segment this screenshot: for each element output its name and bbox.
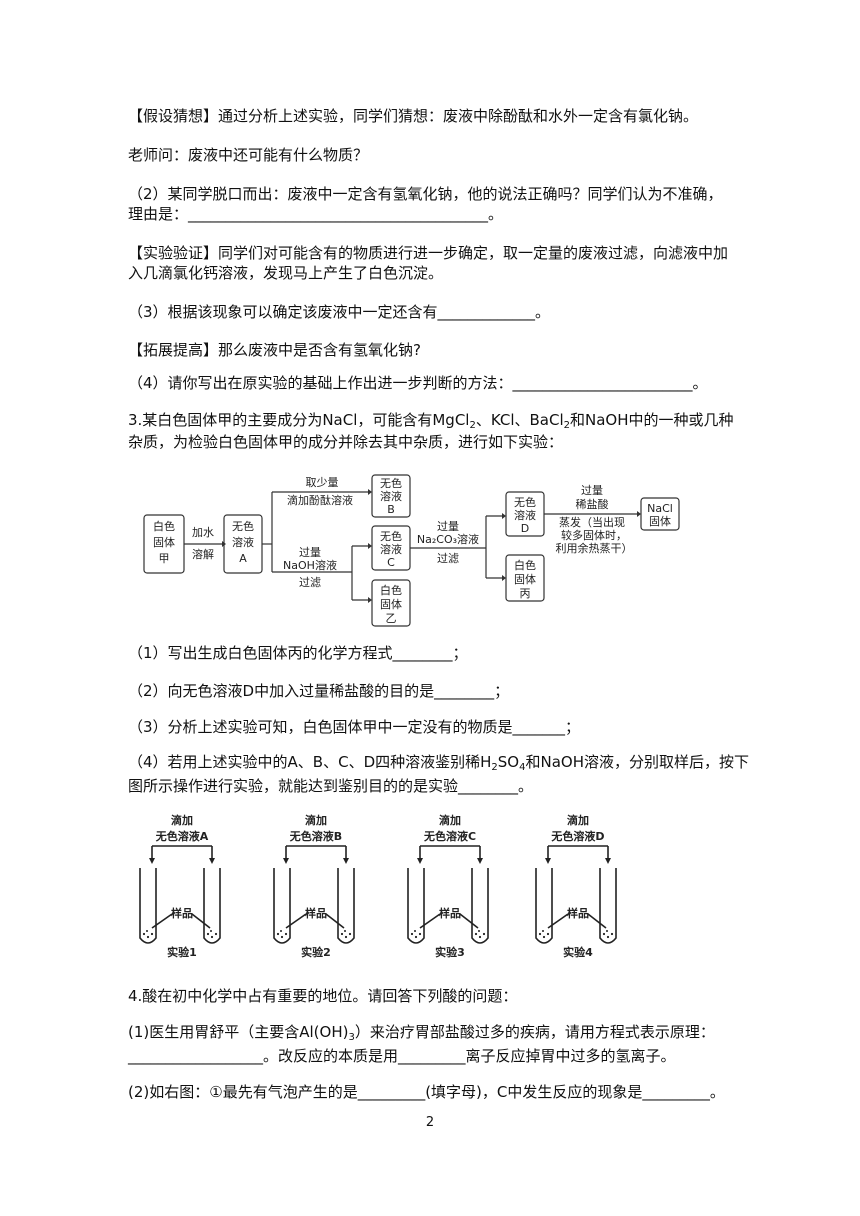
step1-l1: 加水 (192, 526, 214, 539)
sample-label-1: 样品 (171, 906, 193, 920)
question-4-title: 4.酸在初中化学中占有重要的地位。请回答下列酸的问题： (128, 987, 518, 1005)
solidB-l1: 白色 (380, 583, 402, 597)
sample-label-4: 样品 (567, 906, 589, 920)
sample-label-2: 样品 (305, 906, 327, 920)
question-3-line2: 杂质，为检验白色固体甲的成分并除去其中杂质，进行如下实验： (128, 433, 564, 451)
evap-l1: 蒸发（当出现 (559, 515, 625, 529)
experiment-label-1: 实验1 (167, 945, 197, 959)
question-3-part1: （1）写出生成白色固体丙的化学方程式________； (128, 644, 468, 662)
top-reagent-l1: 取少量 (306, 476, 339, 489)
test-tube-experiments: 滴加 无色溶液A 样品 实验1 滴加 无色溶液B 样品 实验2 滴加 无色溶液C… (139, 813, 617, 959)
evap-l2: 较多固体时， (561, 528, 627, 542)
question-4-part1-line2: __________________。改反应的本质是用_________离子反应… (128, 1047, 676, 1065)
drop-label-3: 滴加 (439, 813, 461, 827)
solidB-l2: 固体 (380, 597, 402, 611)
question-3-part2: （2）向无色溶液D中加入过量稀盐酸的目的是________； (128, 682, 510, 700)
mid-reagent-l3: 过滤 (299, 576, 321, 589)
verification-line2: 入几滴氯化钙溶液，发现马上产生了白色沉淀。 (128, 264, 444, 282)
hypothesis-line: 【假设猜想】通过分析上述实验，同学们猜想：废液中除酚酞和水外一定含有氯化钠。 (128, 107, 699, 125)
solidC-l3: 丙 (520, 587, 531, 600)
drop-label-1: 滴加 (171, 813, 193, 827)
q3-sub-line: （3）根据该现象可以确定该废液中一定还含有_____________。 (128, 303, 551, 321)
sample-label-3: 样品 (439, 906, 461, 920)
drop-label-2: 滴加 (305, 813, 327, 827)
na2co3-l2: Na₂CO₃溶液 (417, 532, 479, 546)
extension-line: 【拓展提高】那么废液中是否含有氢氧化钠? (128, 341, 421, 359)
solution-label-A: 无色溶液A (155, 829, 209, 843)
start-box-l1: 白色 (153, 519, 175, 533)
question-4-part1-line1: (1)医生用胃舒平（主要含Al(OH)3）来治疗胃部盐酸过多的疾病，请用方程式表… (128, 1023, 715, 1043)
solC-l1: 无色 (380, 529, 402, 543)
hcl-l1: 过量 (581, 484, 603, 497)
hcl-l2: 稀盐酸 (576, 497, 609, 511)
q4-sub-line: （4）请你写出在原实验的基础上作出进一步判断的方法：______________… (128, 374, 708, 392)
question-4-part2: (2)如右图：①最先有气泡产生的是_________(填字母)，C中发生反应的现… (128, 1083, 725, 1101)
experiment-label-2: 实验2 (301, 945, 331, 959)
solB-l3: B (387, 503, 395, 516)
na2co3-l1: 过量 (437, 520, 459, 533)
solidC-l2: 固体 (514, 572, 536, 586)
solution-label-B: 无色溶液B (289, 829, 342, 843)
solC-l2: 溶液 (380, 542, 402, 556)
question-3-part4-line2: 图所示操作进行实验，就能达到鉴别目的的是实验________。 (128, 777, 534, 795)
q2-line2: 理由是：____________________________________… (128, 205, 504, 223)
mid-reagent-l1: 过量 (299, 546, 321, 559)
solidC-l1: 白色 (514, 558, 536, 572)
experiment-label-3: 实验3 (435, 945, 465, 959)
start-box-l2: 固体 (153, 535, 175, 549)
question-3-line1: 3.某白色固体甲的主要成分为NaCl，可能含有MgCl2、KCl、BaCl2和N… (128, 411, 734, 431)
solA-l1: 无色 (232, 519, 254, 533)
drop-label-4: 滴加 (567, 813, 589, 827)
solution-label-D: 无色溶液D (550, 829, 604, 843)
solution-label-C: 无色溶液C (423, 829, 476, 843)
solidB-l3: 乙 (386, 612, 397, 625)
solD-l2: 溶液 (514, 508, 536, 522)
nacl-l2: 固体 (649, 514, 671, 528)
experiment-label-4: 实验4 (563, 945, 593, 959)
q2-line1: （2）某同学脱口而出：废液中一定含有氢氧化钠，他的说法正确吗？同学们认为不准确， (128, 185, 723, 203)
step1-l2: 溶解 (192, 547, 214, 561)
top-reagent-l2: 滴加酚酞溶液 (287, 493, 353, 507)
solB-l2: 溶液 (380, 489, 402, 503)
mid-reagent-l2: NaOH溶液 (283, 558, 337, 572)
question-3-part3: （3）分析上述实验可知，白色固体甲中一定没有的物质是_______； (128, 718, 581, 736)
nacl-l1: NaCl (647, 502, 673, 515)
verification-line1: 【实验验证】同学们对可能含有的物质进行进一步确定，取一定量的废液过滤，向滤液中加 (128, 244, 729, 262)
start-box-l3: 甲 (159, 552, 170, 565)
solC-l3: C (387, 556, 395, 569)
experiment-flowchart: 白色 固体 甲 加水 溶解 无色 溶液 A 取少量 滴加酚酞溶液 无色 溶液 B… (143, 474, 680, 627)
question-3-part4-line1: （4）若用上述实验中的A、B、C、D四种溶液鉴别稀H2SO4和NaOH溶液，分别… (128, 753, 749, 773)
page-number: 2 (425, 1115, 435, 1130)
evap-l3: 利用余热蒸干） (556, 541, 633, 555)
solA-l3: A (239, 552, 247, 565)
teacher-question: 老师问：废液中还可能有什么物质？ (128, 146, 369, 164)
solD-l3: D (521, 522, 529, 535)
solD-l1: 无色 (514, 495, 536, 509)
solB-l1: 无色 (380, 476, 402, 490)
solA-l2: 溶液 (232, 535, 254, 549)
na2co3-l3: 过滤 (437, 552, 459, 565)
